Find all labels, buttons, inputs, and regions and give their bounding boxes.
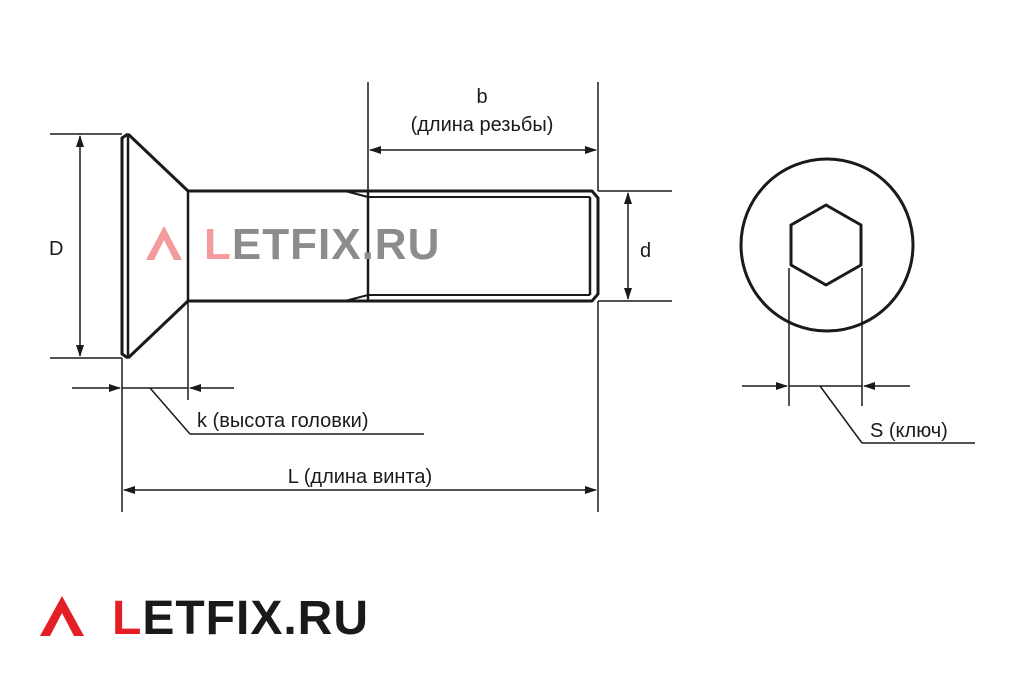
screw-end-view	[739, 157, 915, 333]
watermark-letter-l: L	[204, 220, 232, 269]
label-b: b	[476, 86, 487, 108]
logo-mark-icon	[40, 596, 84, 636]
watermark-text: ETFIX.RU	[232, 220, 440, 269]
label-b-note: (длина резьбы)	[411, 114, 554, 136]
watermark: LETFIX.RU	[146, 220, 440, 269]
hex-socket-icon	[789, 203, 863, 287]
label-D: D	[49, 238, 63, 260]
svg-text:LETFIX.RU: LETFIX.RU	[112, 592, 369, 645]
label-S: S (ключ)	[870, 420, 948, 442]
label-k: k (высота головки)	[197, 410, 369, 432]
dimension-lines	[50, 82, 975, 512]
head-circle	[739, 157, 915, 333]
logo-text: ETFIX.RU	[142, 592, 369, 645]
brand-logo: LETFIX.RU	[40, 592, 369, 645]
watermark-logo-icon	[146, 226, 182, 260]
screw-side-view	[120, 132, 600, 360]
shank-outline	[188, 189, 600, 303]
thread-runout-top	[344, 190, 369, 198]
head-face	[120, 132, 129, 360]
label-d: d	[640, 240, 651, 262]
leader-k	[149, 387, 191, 435]
label-L: L (длина винта)	[288, 466, 432, 488]
head-cone-top	[126, 132, 190, 193]
head-cone-bottom	[126, 299, 190, 360]
logo-letter-l: L	[112, 592, 142, 645]
thread-runout-bottom	[344, 294, 369, 302]
svg-text:LETFIX.RU: LETFIX.RU	[204, 220, 440, 269]
leader-S	[819, 385, 863, 444]
